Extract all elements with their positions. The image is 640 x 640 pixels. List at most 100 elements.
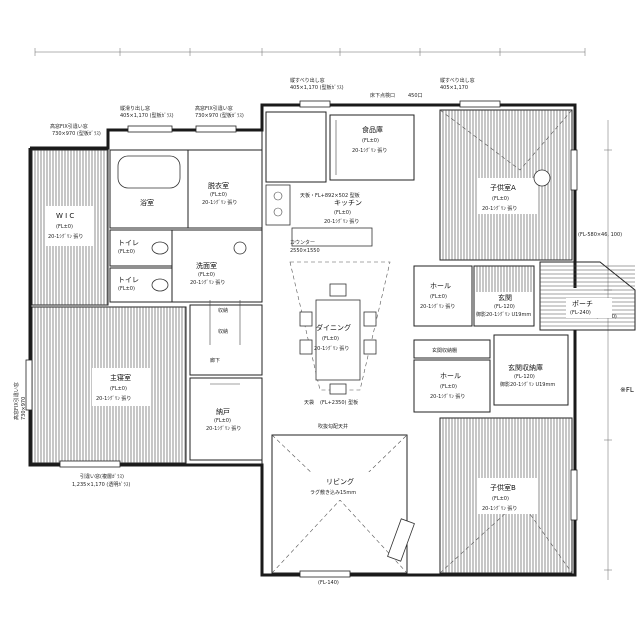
note-top-window1: 高窓FIX引違い窓 <box>50 123 88 130</box>
counter-note: カウンター 2550×1550 <box>290 239 320 254</box>
kitchen-fl: (FL±0) <box>334 210 351 216</box>
washroom-floor: 20-1ｼｸﾞﾘﾝ 張り <box>190 279 225 286</box>
room-closet: 納戸 (FL±0) 20-1ｼｸﾞﾘﾝ 張り <box>189 377 263 461</box>
note-top-window2-dim: 405×1,170 (型板ｶﾞﾗｽ) <box>120 112 174 119</box>
entrance-fl: (FL-120) <box>494 304 515 310</box>
note-top-window5-dim: 405×1,170 <box>440 85 468 91</box>
storage1-name: 収納 <box>218 307 228 314</box>
top-annotations: 高窓FIX引違い窓 730×970 (型板ｶﾞﾗｽ) 縦滑り出し窓 405×1,… <box>34 48 586 137</box>
note-left-window: 高窓FIX引違い窓 <box>13 382 20 420</box>
kitchen-floor: 20-1ｼｸﾞﾘﾝ 張り <box>324 218 359 225</box>
bottom-fl: (FL-140) <box>318 580 339 586</box>
hall1-fl: (FL±0) <box>430 294 447 300</box>
room-pantry: 食品庫 (FL±0) 20-1ｼｸﾞﾘﾝ 張り <box>329 114 415 181</box>
room-changing: 脱衣室 (FL±0) 20-1ｼｸﾞﾘﾝ 張り <box>187 149 263 229</box>
pantry-name: 食品庫 <box>362 125 383 134</box>
toilet2-fl: (FL±0) <box>118 286 135 292</box>
note-top-window4: 縦すべり出し窓 <box>290 77 325 84</box>
closet-name: 納戸 <box>216 407 230 416</box>
closet-floor: 20-1ｼｸﾞﾘﾝ 張り <box>206 425 241 432</box>
hall2-name: ホール <box>440 372 461 380</box>
note-top-window6-dim: 450口 <box>408 93 423 99</box>
child-b-name: 子供室B <box>490 483 516 492</box>
wic-name: W I C <box>56 212 74 220</box>
room-bath: 浴室 <box>109 149 189 229</box>
entrance-storage-fl: (FL-120) <box>514 374 535 380</box>
entrance-closet-name: 玄関収納棚 <box>432 347 457 354</box>
note-right-fl: (FL-580×46, 100) <box>578 232 622 238</box>
dining-name: ダイニング <box>316 323 351 332</box>
closet-fl: (FL±0) <box>214 418 231 424</box>
room-dining: ダイニング (FL±0) 20-1ｼｸﾞﾘﾝ 張り 天袋 (FL+2350) 型… <box>289 261 391 406</box>
washroom-name: 洗面室 <box>196 261 217 270</box>
toilet2-name: トイレ <box>118 276 139 284</box>
changing-name: 脱衣室 <box>208 181 229 190</box>
note-top-window3: 高窓FIX引違い窓 <box>195 105 233 112</box>
living-floor: ラグ敷き込み15mm <box>310 489 356 496</box>
dining-fl: (FL±0) <box>322 336 339 342</box>
note-top-window6: 床下点検口 <box>370 92 395 99</box>
toilet1-fl: (FL±0) <box>118 249 135 255</box>
ceiling-label: 天袋 <box>304 399 314 406</box>
pantry-floor: 20-1ｼｸﾞﾘﾝ 張り <box>352 147 387 154</box>
porch-name: ポーチ <box>572 300 593 308</box>
room-toilet-1: トイレ (FL±0) <box>109 229 173 267</box>
kitchen-name: キッチン <box>334 199 362 207</box>
right-annotations: (FL-580×46, 100) (FL-480) ※FL <box>578 120 634 580</box>
child-b-floor: 20-1ｼｸﾞﾘﾝ 張り <box>482 505 517 512</box>
hall1-name: ホール <box>430 282 451 290</box>
child-b-fl: (FL±0) <box>492 496 509 502</box>
note-left-window-dim: 730×970 <box>21 397 27 420</box>
wic-fl: (FL±0) <box>56 224 73 230</box>
master-fl: (FL±0) <box>110 386 127 392</box>
room-entrance-storage: 玄関収納庫 (FL-120) 御影20-1ｼｸﾞﾘﾝ U19mm <box>493 334 569 406</box>
room-washroom: 洗面室 (FL±0) 20-1ｼｸﾞﾘﾝ 張り <box>171 229 263 303</box>
note-top-window3-dim: 730×970 (型板ｶﾞﾗｽ) <box>195 112 244 119</box>
room-porch: ポーチ (FL-240) <box>539 261 636 331</box>
room-hall-1: ホール (FL±0) 20-1ｼｸﾞﾘﾝ 張り <box>413 265 473 327</box>
room-living: 吹抜勾配天井 リビング ラグ敷き込み15mm (FL-140) <box>271 423 415 586</box>
bath-name: 浴室 <box>140 198 154 207</box>
dining-floor: 20-1ｼｸﾞﾘﾝ 張り <box>314 345 349 352</box>
hall2-fl: (FL±0) <box>440 384 457 390</box>
porch-fl: (FL-240) <box>570 310 591 316</box>
ceiling-dim: (FL+2350) 型板 <box>320 399 358 406</box>
room-entrance: 玄関 (FL-120) 御影20-1ｼｸﾞﾘﾝ U19mm <box>473 265 535 327</box>
note-right-mark: ※FL <box>620 386 634 394</box>
entrance-storage-floor: 御影20-1ｼｸﾞﾘﾝ U19mm <box>500 381 555 388</box>
left-annotations: 高窓FIX引違い窓 730×970 <box>13 382 27 420</box>
room-child-b: 子供室B (FL±0) 20-1ｼｸﾞﾘﾝ 張り <box>439 417 573 574</box>
living-name: リビング <box>326 477 354 486</box>
note-top-window2: 縦滑り出し窓 <box>120 105 150 112</box>
master-name: 主寝室 <box>110 373 131 382</box>
corridor-name: 廊下 <box>210 357 220 364</box>
room-kitchen: キッチン (FL±0) 20-1ｼｸﾞﾘﾝ 張り 天板・FL+892×502 型… <box>265 111 373 247</box>
master-floor: 20-1ｼｸﾞﾘﾝ 張り <box>96 395 131 402</box>
child-a-floor: 20-1ｼｸﾞﾘﾝ 張り <box>482 205 517 212</box>
pantry-fl: (FL±0) <box>362 138 379 144</box>
changing-floor: 20-1ｼｸﾞﾘﾝ 張り <box>202 199 237 206</box>
room-wic: W I C (FL±0) 20-1ｼｸﾞﾘﾝ 張り <box>31 149 109 306</box>
window-markers <box>25 100 578 578</box>
hall1-floor: 20-1ｼｸﾞﾘﾝ 張り <box>420 303 455 310</box>
note-top-window5: 縦すべり出し窓 <box>440 77 475 84</box>
room-corridor: 収納 収納 廊下 <box>189 300 263 376</box>
room-hall-2: ホール (FL±0) 20-1ｼｸﾞﾘﾝ 張り <box>413 359 491 413</box>
child-a-fl: (FL±0) <box>492 196 509 202</box>
hall2-floor: 20-1ｼｸﾞﾘﾝ 張り <box>430 393 465 400</box>
room-toilet-2: トイレ (FL±0) <box>109 267 173 303</box>
note-bottom-window: 引違い窓(複層ｶﾞﾗｽ) <box>80 473 124 480</box>
counter-label: カウンター <box>290 239 315 246</box>
bottom-window-note: 引違い窓(複層ｶﾞﾗｽ) 1,235×1,170 (透明ｶﾞﾗｽ) <box>72 473 130 488</box>
toilet1-name: トイレ <box>118 239 139 247</box>
changing-fl: (FL±0) <box>210 192 227 198</box>
entrance-floor: 御影20-1ｼｸﾞﾘﾝ U19mm <box>476 311 531 318</box>
note-top-window4-dim: 405×1,170 (型板ｶﾞﾗｽ) <box>290 84 344 91</box>
child-a-name: 子供室A <box>490 183 516 192</box>
wic-floor: 20-1ｼｸﾞﾘﾝ 張り <box>48 233 83 240</box>
living-ceiling: 吹抜勾配天井 <box>318 423 348 430</box>
room-child-a: 子供室A (FL±0) 20-1ｼｸﾞﾘﾝ 張り <box>439 109 573 261</box>
washroom-fl: (FL±0) <box>198 272 215 278</box>
note-top-window1-dim: 730×970 (型板ｶﾞﾗｽ) <box>52 130 101 137</box>
